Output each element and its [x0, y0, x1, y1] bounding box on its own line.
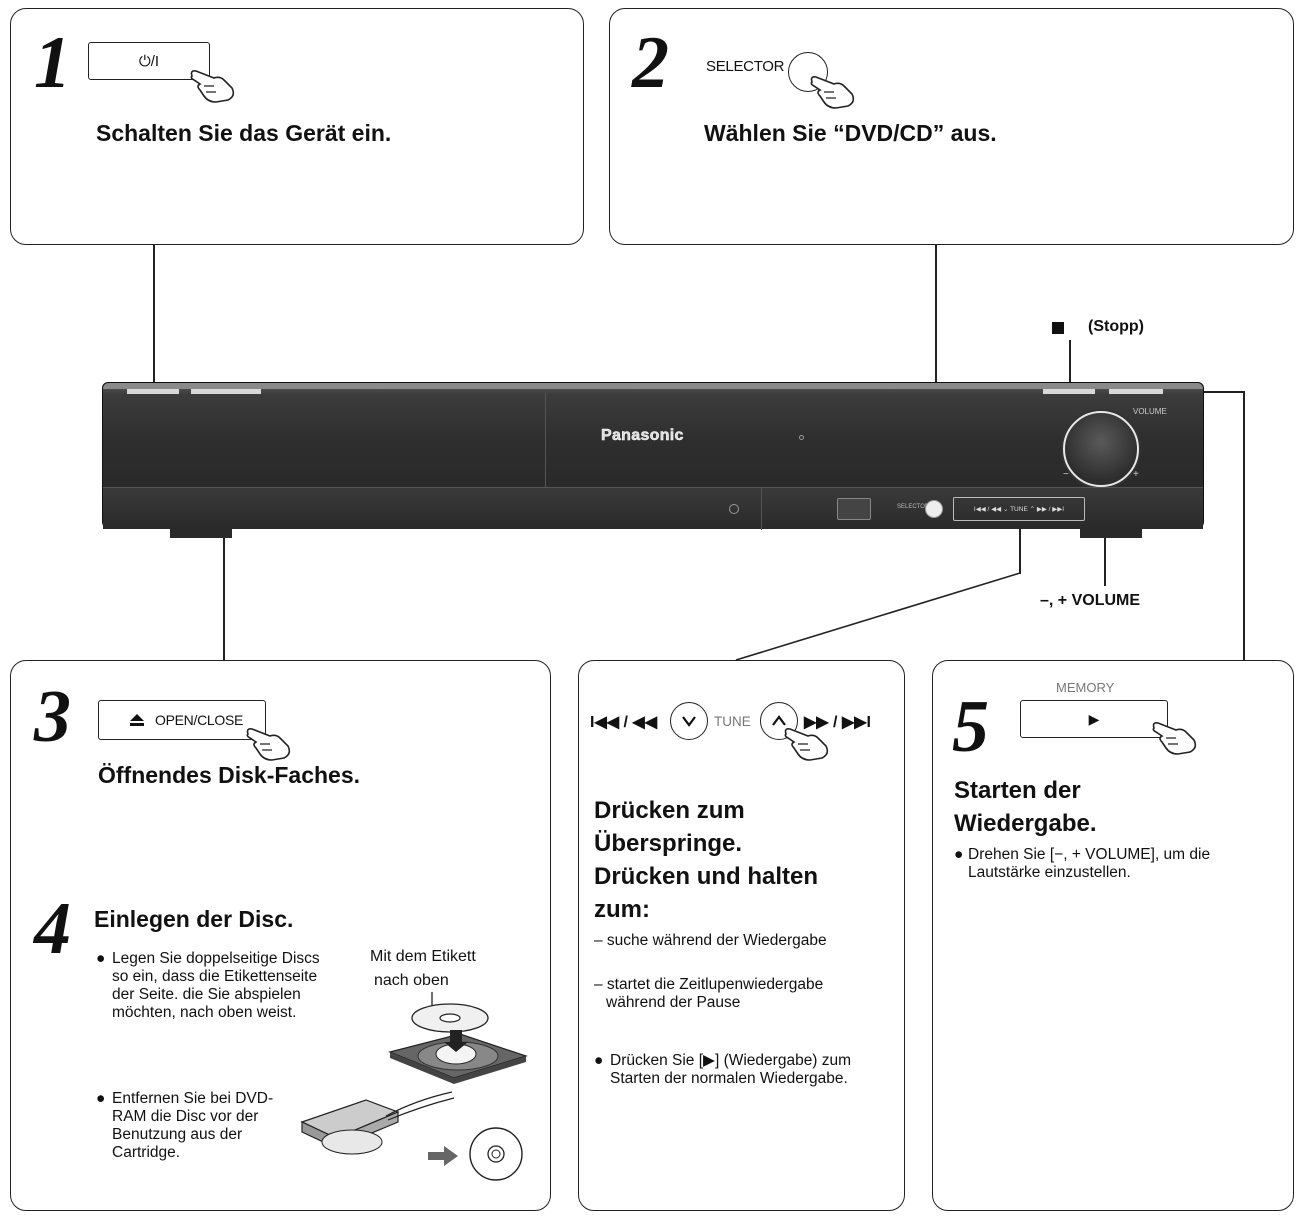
- step1-instruction: Schalten Sie das Gerät ein.: [96, 120, 392, 146]
- memory-label: MEMORY: [1056, 680, 1115, 695]
- skip-search-panel: [578, 660, 905, 1211]
- open-close-strip[interactable]: [191, 389, 261, 394]
- power-button-strip[interactable]: [127, 389, 179, 394]
- connector-line: [1019, 528, 1021, 574]
- hand-press-icon: [810, 76, 855, 109]
- power-button-label: ⏻/I: [138, 52, 160, 70]
- disc-insert-illustration: [388, 992, 528, 1084]
- play-button[interactable]: ▶: [1020, 700, 1168, 738]
- label-up-caption-2: nach oben: [374, 972, 449, 989]
- hand-press-icon: [784, 728, 829, 761]
- step4-bullet-2: ● Entfernen Sie bei DVD-RAM die Disc vor…: [96, 1090, 274, 1161]
- step3-4-panel: [10, 660, 551, 1211]
- connector-line: [935, 245, 937, 507]
- volume-minus: −: [1063, 469, 1069, 480]
- open-close-button[interactable]: OPEN/CLOSE: [98, 700, 266, 740]
- dvd-player-front: Panasonic VOLUME − + SELECTOR I◀◀ / ◀◀ ⌄…: [102, 382, 1204, 530]
- middle-dash-1: – suche während der Wiedergabe: [594, 932, 827, 949]
- cartridge-removal-illustration: [300, 1091, 523, 1181]
- power-button[interactable]: ⏻/I: [88, 42, 210, 80]
- play-button-strip[interactable]: [1109, 389, 1163, 394]
- step4-title: Einlegen der Disc.: [94, 906, 294, 932]
- stop-icon: [1052, 322, 1064, 334]
- volume-plus: +: [1133, 469, 1139, 480]
- tune-label: TUNE: [714, 714, 751, 729]
- step3-number: 3: [34, 676, 71, 758]
- hand-press-icon: [1152, 722, 1197, 755]
- hand-press-icon: [190, 70, 235, 103]
- play-icon: ▶: [1088, 710, 1100, 727]
- middle-dash-2: – startet die Zeitlupenwiedergabe währen…: [594, 976, 824, 1011]
- step4-bullet-1: ● Legen Sie doppelseitige Discs so ein, …: [96, 950, 320, 1021]
- volume-label: VOLUME: [1133, 407, 1167, 416]
- skip-back-label: I◀◀ / ◀◀: [590, 714, 657, 731]
- headphone-jack: [729, 504, 739, 514]
- step5-panel: [932, 660, 1294, 1211]
- volume-knob[interactable]: [1063, 411, 1139, 487]
- skip-forward-label: ▶▶ / ▶▶I: [804, 714, 871, 731]
- connector-line: [735, 572, 1021, 661]
- eject-icon: [130, 714, 144, 726]
- step5-title: Starten der Wiedergabe.: [954, 777, 1097, 837]
- middle-bullet: ● Drücken Sie [▶] (Wiedergabe) zum Start…: [594, 1052, 852, 1087]
- selector-label: SELECTOR: [706, 58, 785, 75]
- stop-button-strip[interactable]: [1043, 389, 1095, 394]
- tune-up-button[interactable]: [760, 702, 798, 740]
- step3-instruction: Öffnendes Disk-Faches.: [98, 762, 361, 788]
- tune-down-button[interactable]: [670, 702, 708, 740]
- device-selector-label: SELECTOR: [897, 504, 930, 510]
- step4-number: 4: [34, 888, 71, 970]
- connector-line: [1069, 340, 1071, 392]
- middle-title: Drücken zum Überspringe. Drücken und hal…: [594, 797, 819, 923]
- ir-sensor: [837, 498, 871, 520]
- step2-panel: [609, 8, 1294, 245]
- hand-press-icon: [246, 728, 291, 761]
- device-tune-strip-label: I◀◀ / ◀◀ ⌄ TUNE ⌃ ▶▶ / ▶▶I: [973, 506, 1065, 513]
- device-tune-strip[interactable]: I◀◀ / ◀◀ ⌄ TUNE ⌃ ▶▶ / ▶▶I: [953, 497, 1085, 521]
- connector-line: [153, 245, 155, 390]
- brand-logo: Panasonic: [601, 427, 684, 445]
- open-close-label: OPEN/CLOSE: [155, 712, 244, 728]
- step2-instruction: Wählen Sie “DVD/CD” aus.: [704, 120, 997, 146]
- indicator-light: [799, 435, 804, 440]
- device-selector-button[interactable]: [925, 500, 943, 518]
- step5-bullet: ● Drehen Sie [−, + VOLUME], um die Lauts…: [954, 846, 1211, 881]
- step1-number: 1: [34, 22, 71, 104]
- chevron-up-icon: [772, 715, 786, 726]
- label-up-caption-1: Mit dem Etikett: [370, 948, 476, 965]
- chevron-down-icon: [682, 716, 696, 727]
- volume-callout: –, + VOLUME: [1040, 592, 1141, 609]
- stop-callout: (Stopp): [1088, 318, 1144, 335]
- step2-number: 2: [632, 22, 669, 104]
- step5-number: 5: [952, 686, 989, 768]
- connector-line: [1243, 391, 1245, 661]
